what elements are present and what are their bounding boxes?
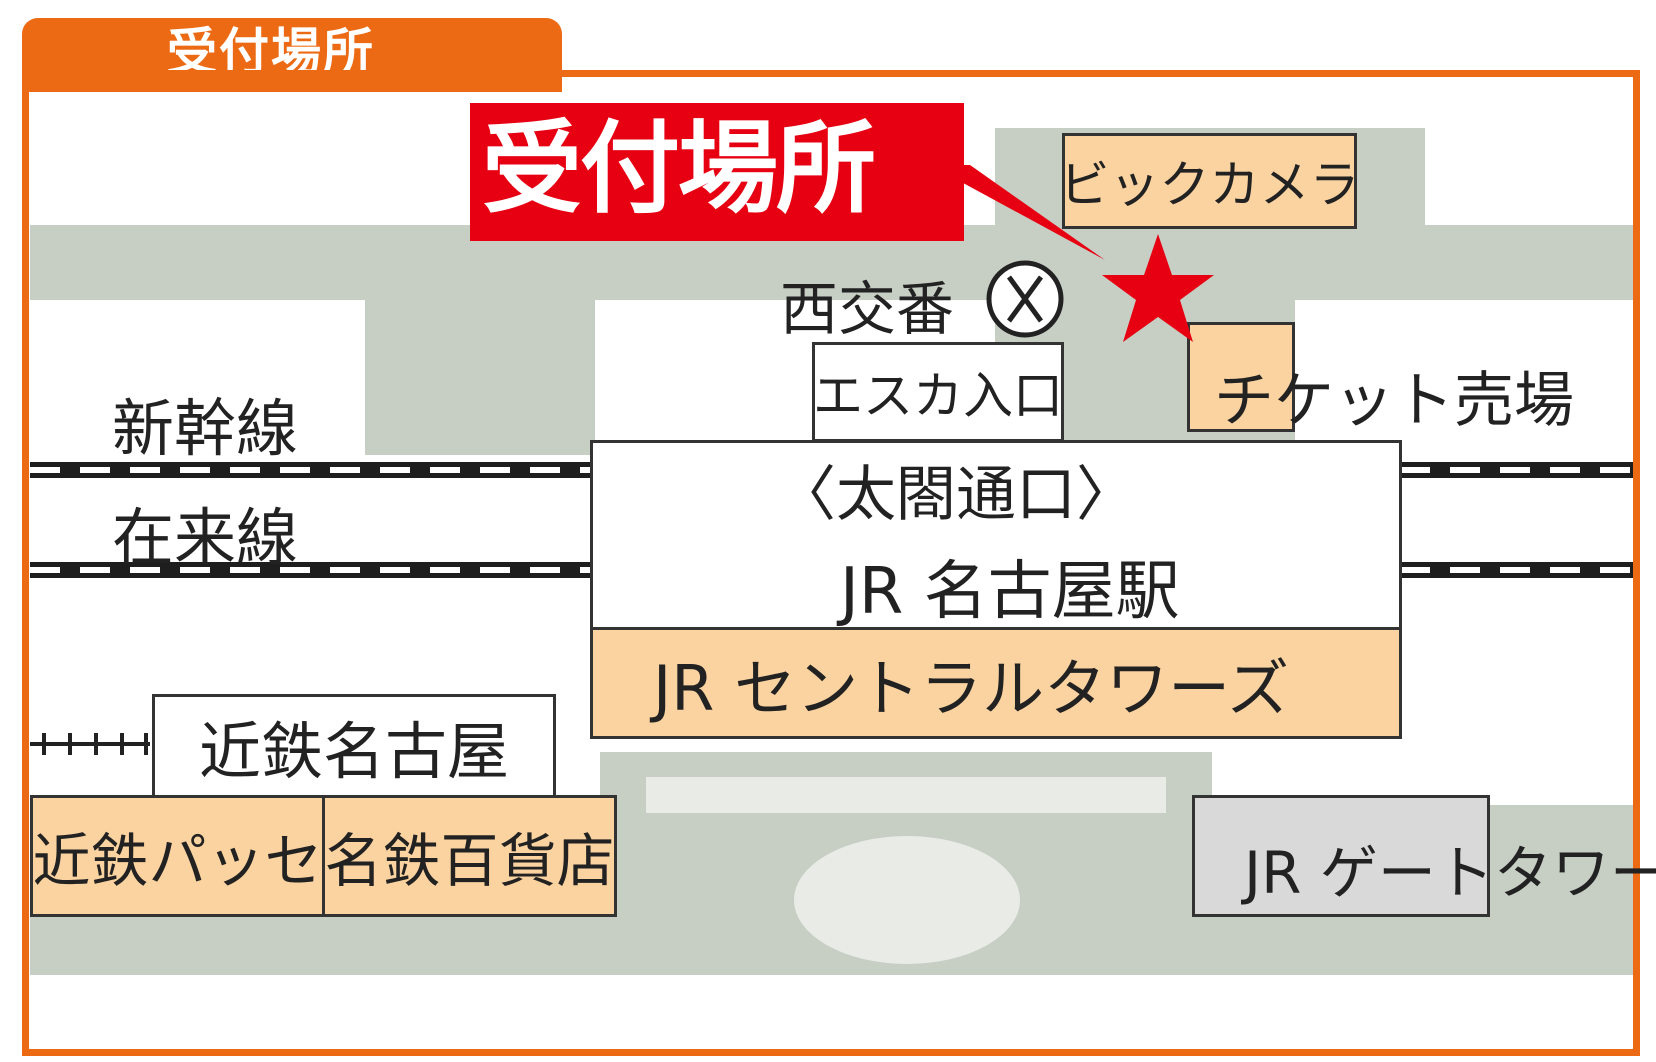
esca-entrance-label: エスカ入口 — [813, 367, 1063, 425]
jr-gate-tower-label: JR ゲートタワー — [1244, 839, 1656, 907]
west-police-box-label: 西交番 — [780, 275, 955, 343]
kintetsu-passe-building: 近鉄パッセ — [30, 795, 325, 917]
esca-entrance-box: エスカ入口 — [812, 342, 1064, 442]
shinkansen-track-west — [30, 462, 592, 478]
reception-callout: 受付場所 — [470, 103, 964, 241]
meitetsu-dept-building: 名鉄百貨店 — [322, 795, 617, 917]
conventional-line-label: 在来線 — [112, 501, 299, 574]
meitetsu-dept-label: 名鉄百貨店 — [324, 827, 615, 895]
jr-nagoya-station-label: JR 名古屋駅 — [840, 555, 1180, 629]
ticket-office-label: チケット売場 — [1214, 366, 1574, 436]
callout-pointer — [930, 165, 1105, 260]
taikou-exit-label: 〈太閤通口〉 — [776, 460, 1136, 530]
jr-central-towers-label: JR セントラルタワーズ — [653, 652, 1289, 725]
ticket-office-building — [1187, 322, 1295, 432]
map-title-tab: 受付場所 — [22, 18, 562, 92]
conventional-track-west — [30, 562, 592, 578]
shinkansen-label: 新幹線 — [112, 392, 299, 465]
kintetsu-nagoya-label: 近鉄名古屋 — [198, 715, 509, 788]
bic-camera-building: ビックカメラ — [1059, 133, 1360, 229]
bic-camera-label: ビックカメラ — [1059, 156, 1360, 214]
kintetsu-passe-label: 近鉄パッセ — [32, 827, 323, 895]
kintetsu-track — [30, 733, 150, 755]
reception-callout-label: 受付場所 — [482, 110, 876, 227]
plaza-strip — [646, 777, 1166, 813]
shinkansen-track-east — [1400, 462, 1633, 478]
jr-central-towers-building: JR セントラルタワーズ — [590, 627, 1402, 739]
conventional-track-east — [1400, 562, 1633, 578]
star-marker — [1102, 234, 1214, 342]
police-box-icon — [986, 260, 1064, 338]
jr-gate-tower-building — [1192, 795, 1490, 917]
west-street — [365, 295, 595, 455]
kintetsu-nagoya-building: 近鉄名古屋 — [152, 694, 556, 798]
map-frame — [22, 70, 1640, 1056]
plaza-fountain — [794, 836, 1020, 964]
